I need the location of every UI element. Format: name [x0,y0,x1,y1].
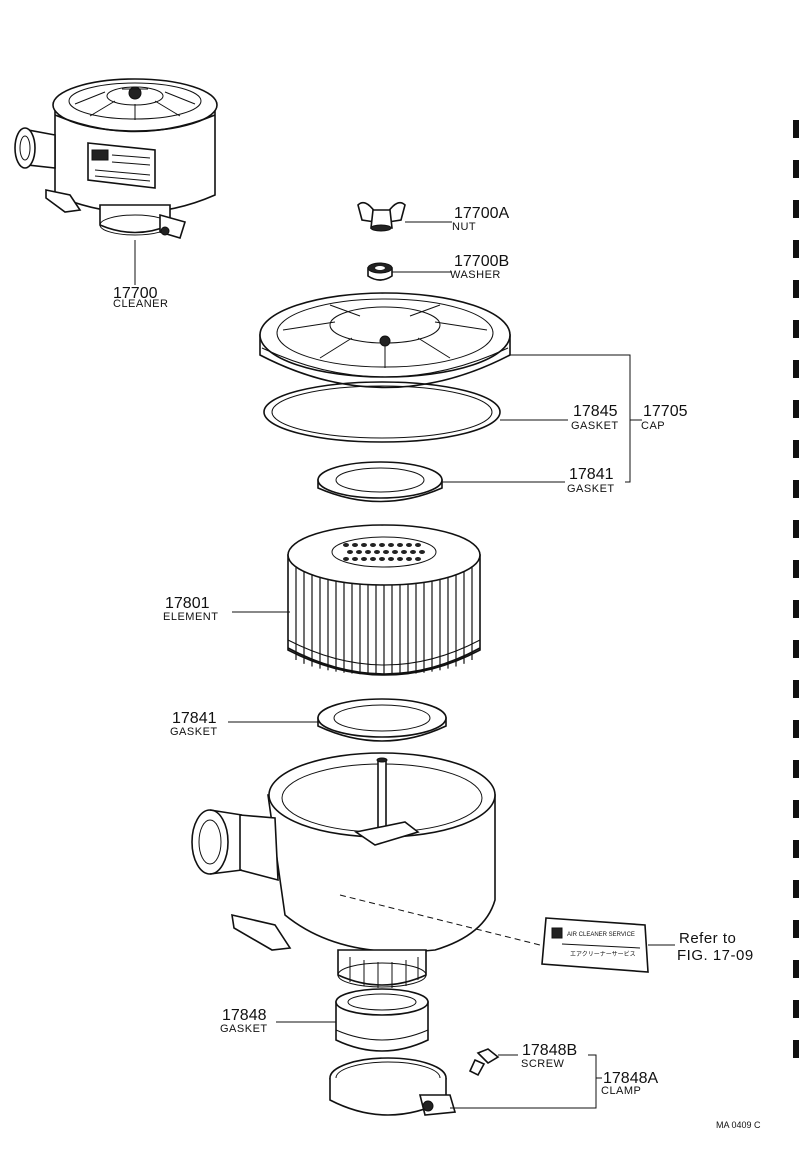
lower-gasket-illustration [317,698,447,742]
clamp-illustration [329,1057,457,1116]
screw-illustration [468,1048,500,1077]
label-reference: Refer to FIG. 17-09 [677,930,754,964]
washer-illustration [367,262,393,281]
cap-gasket-illustration [263,381,501,443]
service-label-plate: AIR CLEANER SERVICE エアクリーナーサービス [541,917,649,973]
part-name-gasket-upper: GASKET [567,483,615,495]
reference-line-2: FIG. 17-09 [677,947,754,964]
part-name-clamp: CLAMP [601,1085,641,1097]
label-plate-text-en: AIR CLEANER SERVICE [567,932,635,938]
part-name-gasket-lower: GASKET [170,726,218,738]
part-number-nut: 17700A [454,205,509,222]
part-number-cap: 17705 [643,403,688,420]
upper-gasket-illustration [317,461,443,503]
part-number-gasket-lower: 17841 [172,710,217,727]
filter-element-illustration [287,524,481,676]
label-clamp: 17848A CLAMP [601,1070,658,1097]
label-element: 17801 ELEMENT [163,595,218,623]
part-name-element: ELEMENT [163,611,218,623]
part-name-nut: NUT [452,221,476,233]
cap-illustration [259,292,511,389]
label-cap: 17705 CAP [641,403,688,432]
label-gasket-lower: 17841 GASKET [170,710,218,738]
part-name-gasket-cap: GASKET [571,420,619,432]
part-number-cleaner: 17700 [113,285,158,302]
figure-code: MA 0409 C [716,1120,761,1130]
reference-line-1: Refer to [679,930,736,947]
part-number-clamp: 17848A [603,1070,658,1087]
wing-nut-illustration [357,201,406,232]
label-gasket-cap: 17845 GASKET [571,403,619,432]
part-name-screw: SCREW [521,1058,565,1070]
label-washer: 17700B WASHER [450,253,509,281]
part-number-element: 17801 [165,595,210,612]
part-name-gasket-base: GASKET [220,1023,268,1035]
part-name-cleaner: CLEANER [113,298,168,310]
label-gasket-upper: 17841 GASKET [567,466,615,495]
part-number-gasket-upper: 17841 [569,466,614,483]
label-nut: 17700A NUT [452,205,509,233]
leader-lines [134,221,675,1109]
label-plate-text-jp: エアクリーナーサービス [570,950,636,958]
part-name-cap: CAP [641,420,665,432]
part-number-gasket-base: 17848 [222,1007,267,1024]
label-screw: 17848B SCREW [521,1042,577,1070]
assembled-cleaner-illustration [14,78,218,239]
part-number-screw: 17848B [522,1042,577,1059]
page-edge-marks [793,120,799,1058]
part-number-washer: 17700B [454,253,509,270]
part-number-gasket-cap: 17845 [573,403,618,420]
cleaner-case-illustration [191,752,541,988]
label-gasket-base: 17848 GASKET [220,1007,268,1035]
base-gasket-illustration [335,988,429,1052]
part-name-washer: WASHER [450,269,501,281]
label-cleaner: 17700 CLEANER [113,285,168,310]
